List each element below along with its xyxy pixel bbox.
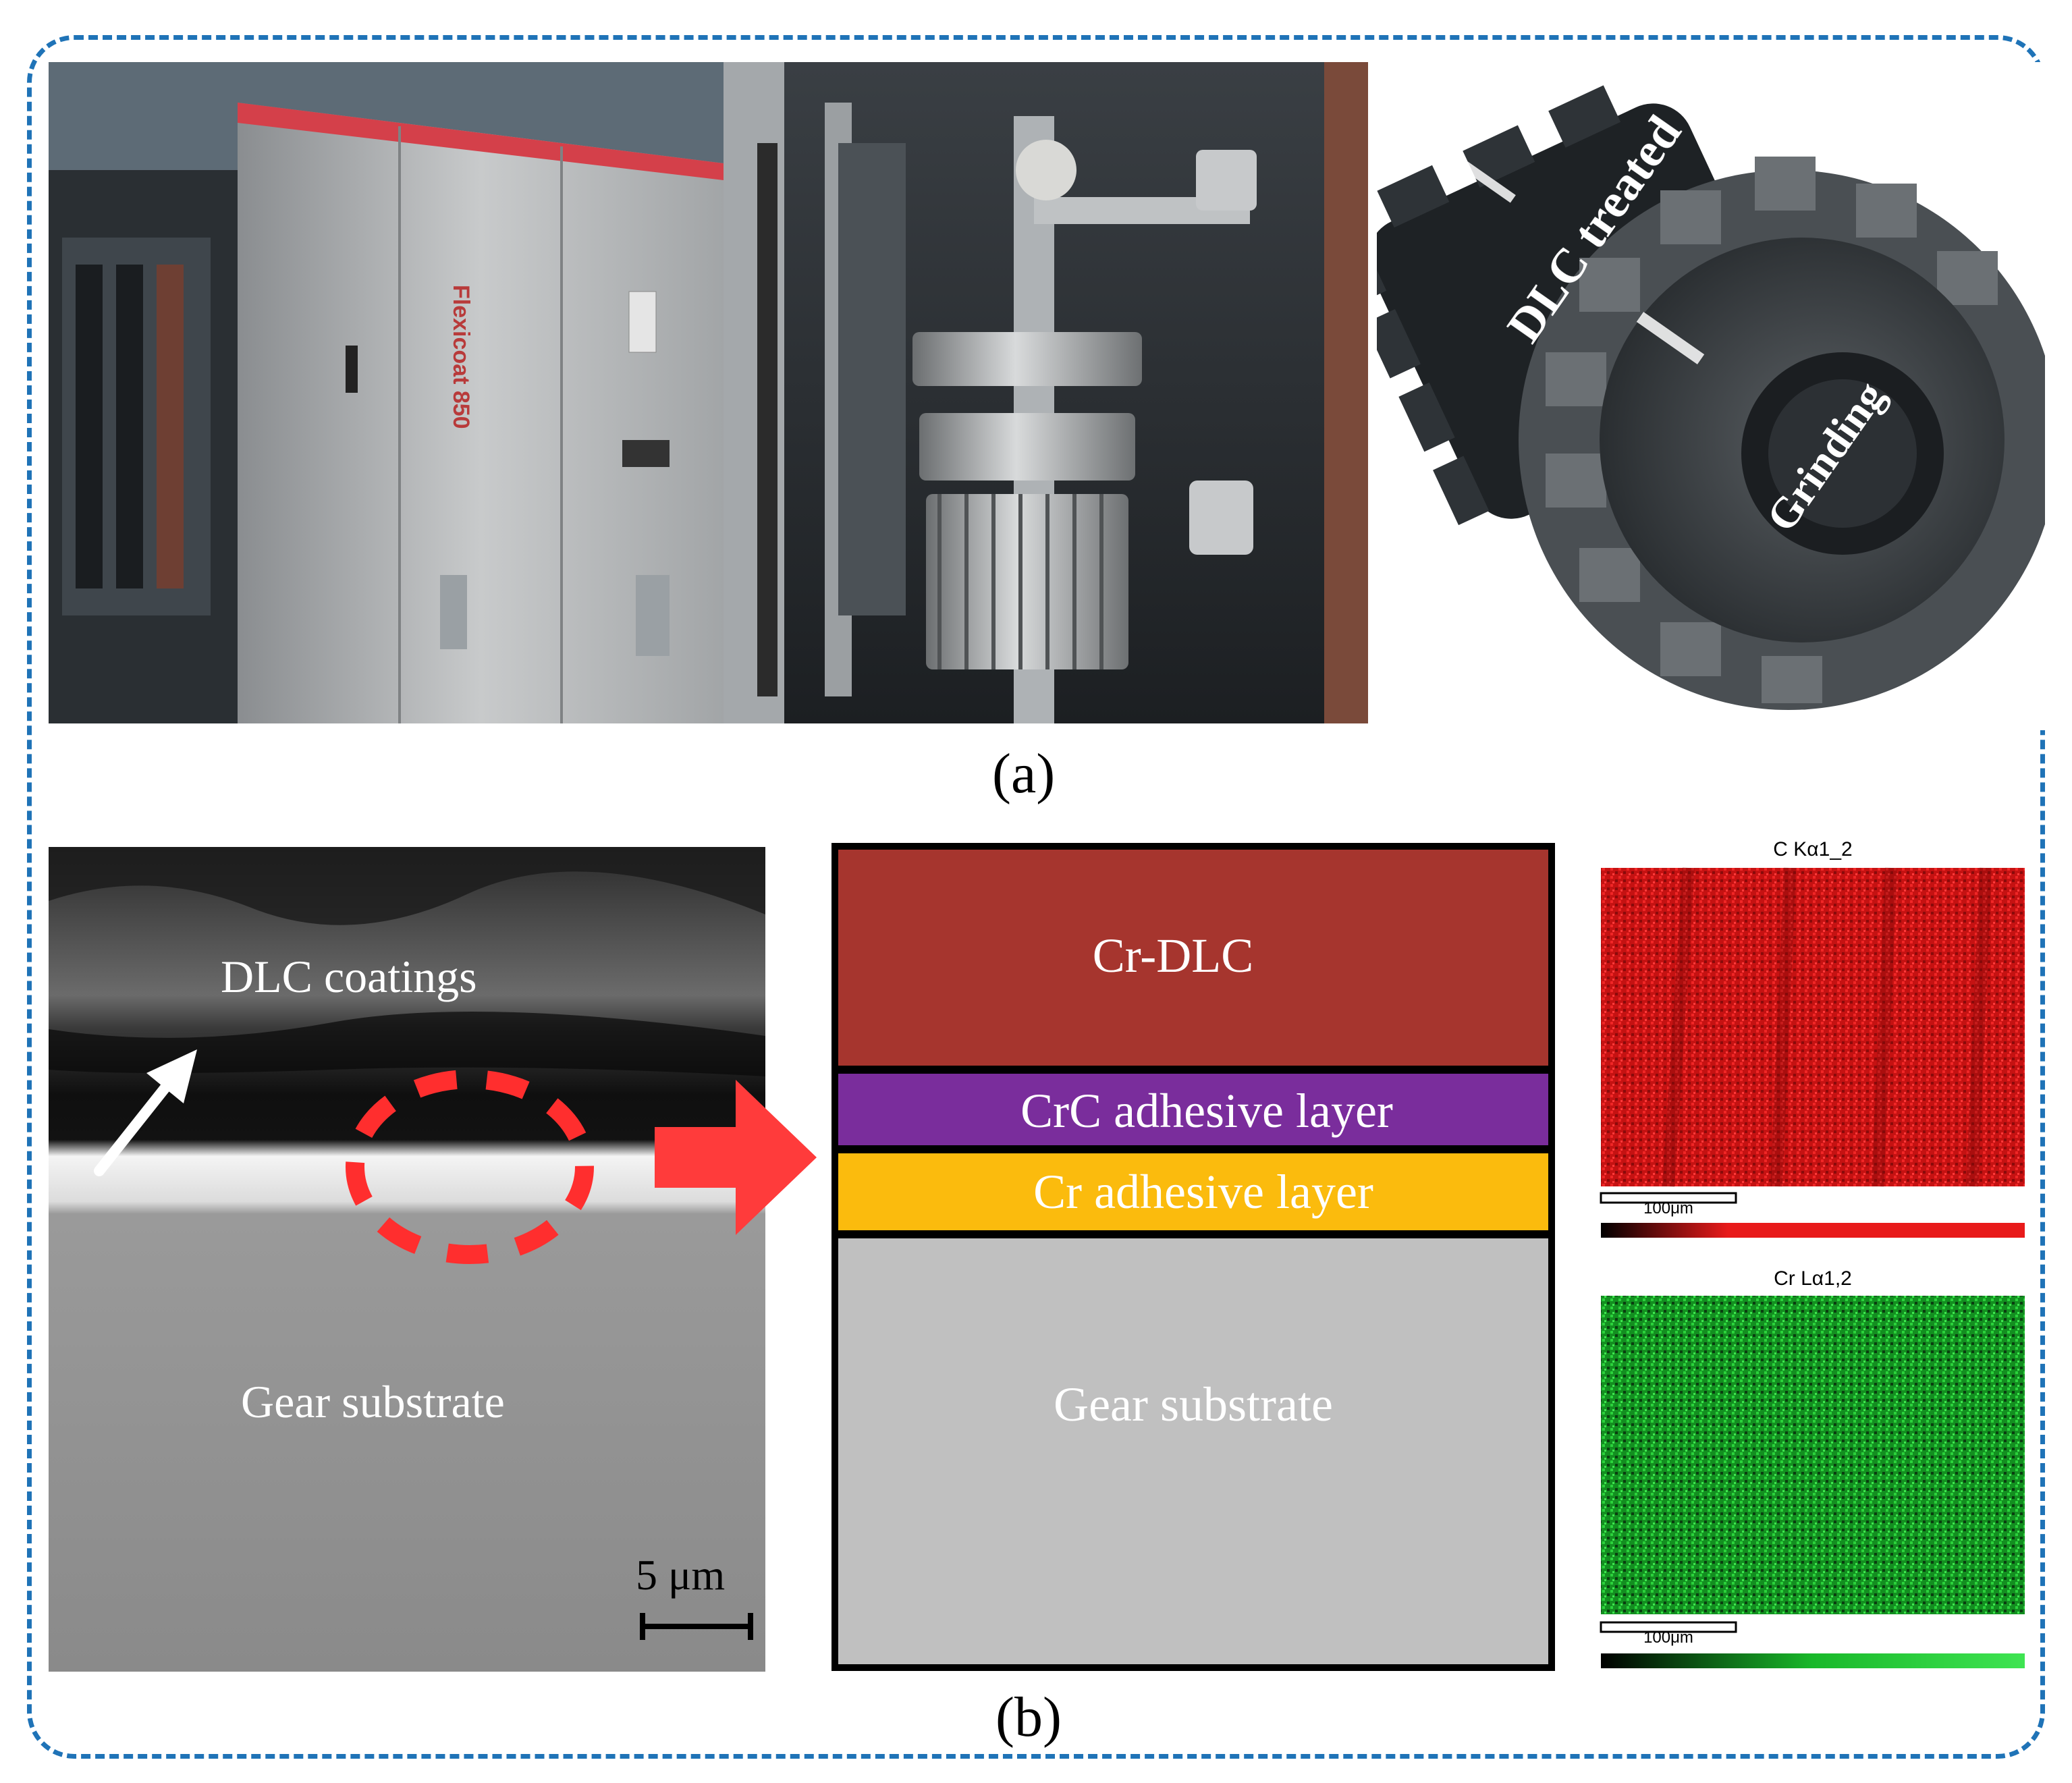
- coater-brand-text: Flexicoat 850: [448, 285, 474, 429]
- dlc-coatings-label: DLC coatings: [221, 951, 477, 1002]
- layer-cr-dlc: [838, 850, 1548, 1066]
- eds-carbon-scale: 100μm: [1643, 1199, 1693, 1217]
- coating-machine-photo: Flexicoat 850: [49, 62, 1368, 723]
- scale-bar-label: 5 μm: [636, 1551, 725, 1599]
- red-arrow-icon: [655, 1080, 817, 1235]
- dlc-gear-photo: DLC treated Grinding: [1377, 62, 2045, 730]
- scale-bar: [640, 1613, 753, 1640]
- layer-label-substrate: Gear substrate: [1054, 1377, 1333, 1431]
- layer-gear-substrate: [838, 1238, 1548, 1664]
- layer-label-cr: Cr adhesive layer: [1033, 1165, 1373, 1219]
- panel-b-label: (b): [996, 1686, 1062, 1749]
- eds-map-chromium: Cr Lα1,2 100μm: [1594, 1258, 2032, 1676]
- panel-a-label: (a): [992, 742, 1056, 805]
- coating-layer-schematic: Cr-DLC CrC adhesive layer Cr adhesive la…: [829, 840, 1558, 1674]
- eds-carbon-colorbar: [1601, 1223, 2025, 1238]
- dashed-figure-frame: [27, 35, 2045, 1759]
- eds-chromium-title: Cr Lα1,2: [1774, 1267, 1852, 1290]
- layer-crc-adhesive: [838, 1074, 1548, 1145]
- eds-chromium-colorbar: [1601, 1653, 2025, 1668]
- layer-label-cr-dlc: Cr-DLC: [1093, 929, 1254, 983]
- white-arrow-icon: [94, 1049, 197, 1176]
- eds-chromium-scale: 100μm: [1643, 1628, 1693, 1647]
- sem-substrate-label: Gear substrate: [241, 1376, 505, 1427]
- highlight-circle: [346, 1070, 594, 1264]
- layer-cr-adhesive: [838, 1153, 1548, 1230]
- eds-carbon-title: C Kα1_2: [1773, 838, 1852, 860]
- layer-label-crc: CrC adhesive layer: [1020, 1084, 1393, 1138]
- eds-map-carbon: C Kα1_2 100μm: [1594, 835, 2032, 1240]
- sem-cross-section: DLC coatings Gear substrate 5 μm: [49, 847, 765, 1672]
